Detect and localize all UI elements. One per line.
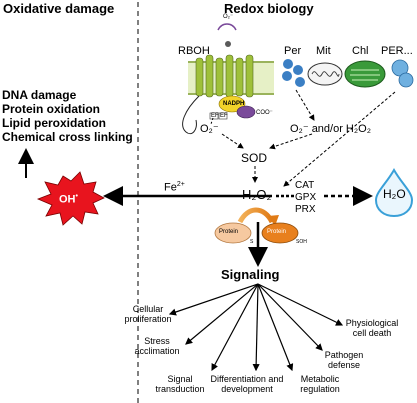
label-per-more: PER... xyxy=(381,45,413,57)
water-label: H₂O xyxy=(383,187,406,201)
enzyme-item: PRX xyxy=(295,204,316,215)
enzyme-item: GPX xyxy=(295,192,317,203)
arrow-rboh-to-o2 xyxy=(210,117,214,125)
protein-right-label: Protein xyxy=(267,229,287,235)
header-redox-biology: Redox biology xyxy=(224,1,314,16)
label-chl: Chl xyxy=(352,45,369,57)
enzyme-list: CAT GPX PRX xyxy=(295,180,316,216)
outcome-stress-acclimation: Stress acclimation xyxy=(134,336,180,357)
arrow-sources-down xyxy=(295,89,315,121)
protein-reduced-icon xyxy=(214,222,252,244)
water-drop-icon xyxy=(374,167,414,218)
arrow-per-to-h2o2 xyxy=(283,91,396,187)
rboh-ef1: EF xyxy=(211,113,219,119)
chloroplast-icon xyxy=(344,60,386,88)
damage-item: DNA damage xyxy=(2,88,77,102)
rboh-ef2: EF xyxy=(220,113,228,119)
label-per: Per xyxy=(284,45,302,57)
outcome-cellular-proliferation: Cellular proliferation xyxy=(124,304,172,325)
fe-label: Fe2+ xyxy=(164,181,185,194)
h2o2-label: H₂O₂ xyxy=(242,187,272,202)
damage-item: Protein oxidation xyxy=(2,102,101,116)
outcome-physiological-cell-death: Physiological cell death xyxy=(345,318,399,339)
damage-list: DNA damage Protein oxidation Lipid perox… xyxy=(2,88,133,144)
rboh-nadph: NADPH xyxy=(223,101,245,107)
arrow-o2-to-sod xyxy=(221,133,244,149)
protein-redox-arc xyxy=(237,207,275,224)
arrow-o2h2o2-to-sod xyxy=(269,133,313,150)
protein-left-sub: S xyxy=(250,239,254,245)
damage-item: Lipid peroxidation xyxy=(2,116,106,130)
oh-radical-label: OH• xyxy=(59,193,78,206)
signaling-label: Signaling xyxy=(221,267,280,282)
protein-right-sub: SOH xyxy=(296,239,307,245)
enzyme-item: CAT xyxy=(295,180,315,191)
rboh-protein-icon xyxy=(182,23,274,135)
signaling-fan xyxy=(168,283,344,372)
rboh-o2-top: O₂⁻ xyxy=(223,14,234,20)
label-mit: Mit xyxy=(316,45,331,57)
sod-label: SOD xyxy=(241,151,268,165)
per-cluster-icon xyxy=(391,59,414,88)
outcome-pathogen-defense: Pathogen defense xyxy=(324,350,364,371)
label-rboh: RBOH xyxy=(178,45,210,57)
rboh-coo: COO⁻ xyxy=(256,110,273,116)
superoxide-h2o2-right: O₂⁻ and/or H₂O₂ xyxy=(290,123,371,135)
peroxisome-icon xyxy=(282,59,305,87)
oh-burst-icon xyxy=(36,171,105,226)
protein-oxidized-icon xyxy=(261,222,299,244)
outcome-differentiation-development: Differentiation and development xyxy=(210,374,284,395)
damage-item: Chemical cross linking xyxy=(2,130,133,144)
header-oxidative-damage: Oxidative damage xyxy=(3,1,115,16)
superoxide-left: O₂⁻ xyxy=(200,123,219,135)
outcome-metabolic-regulation: Metabolic regulation xyxy=(300,374,340,395)
protein-left-label: Protein xyxy=(219,229,239,235)
mitochondrion-icon xyxy=(307,62,343,86)
outcome-signal-transduction: Signal transduction xyxy=(155,374,205,395)
